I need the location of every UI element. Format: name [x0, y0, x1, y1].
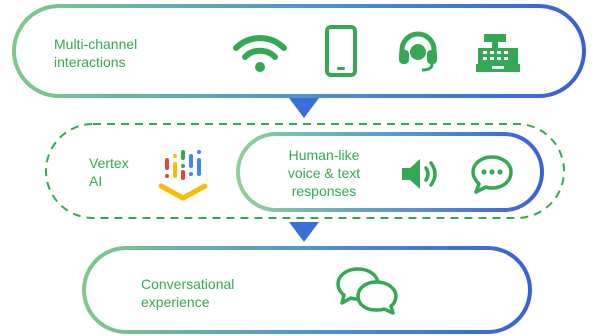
bottom-label: Conversational experience	[141, 276, 235, 310]
wifi-icon	[232, 34, 288, 72]
arrow-down-2	[289, 222, 319, 242]
headset-icon	[396, 30, 440, 74]
responses-box	[236, 132, 544, 212]
conversation-bubbles-icon	[334, 266, 400, 316]
bottom-box	[82, 246, 532, 334]
top-label: Multi-channel interactions	[54, 36, 138, 70]
cash-register-icon	[476, 32, 520, 74]
responses-label: Human-like voice & text responses	[287, 147, 361, 199]
top-box	[12, 4, 586, 98]
speaker-volume-icon	[400, 156, 444, 192]
arrow-down-1	[289, 98, 319, 118]
chat-bubble-icon	[470, 154, 514, 194]
smartphone-icon	[325, 25, 357, 77]
vertex-ai-logo-icon	[158, 142, 212, 202]
vertex-ai-label: Vertex AI	[89, 155, 129, 189]
middle-dashed-container	[45, 123, 565, 219]
